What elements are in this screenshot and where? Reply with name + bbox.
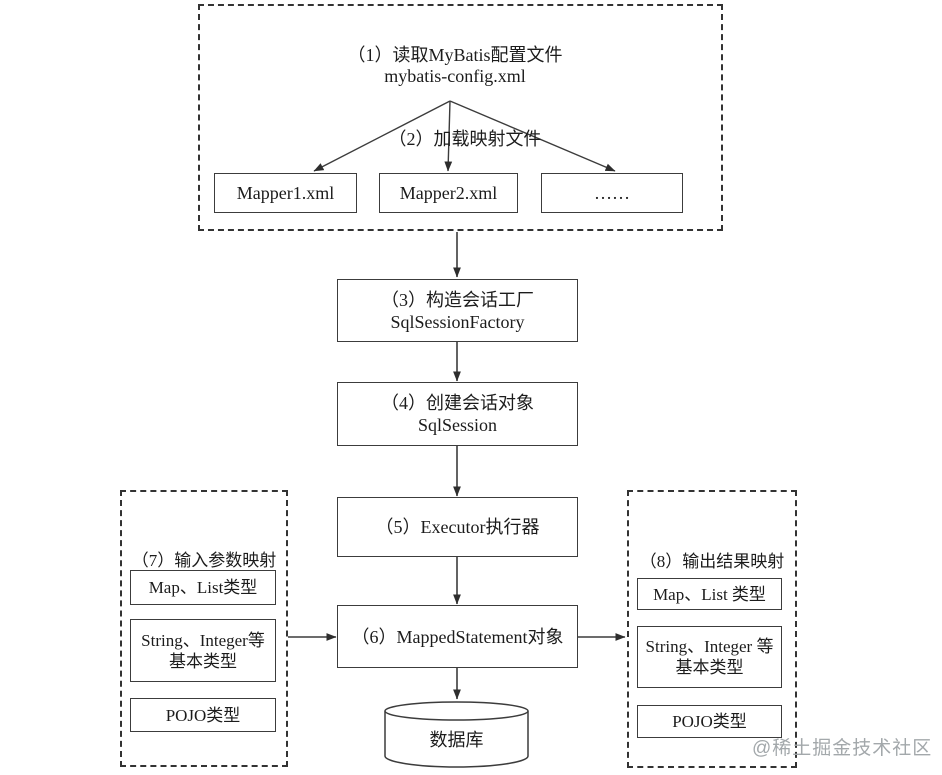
input-mapping-title: （7）输入参数映射 — [131, 551, 277, 570]
flow-node-6-line1: （6）MappedStatement对象 — [351, 626, 564, 647]
input-type-primitive-line1: String、Integer等 — [141, 630, 265, 650]
input-type-map-list: Map、List类型 — [130, 570, 276, 605]
mapper-ellipsis-box: …… — [541, 173, 683, 213]
flow-node-5-line1: （5）Executor执行器 — [375, 517, 540, 537]
mapper2-box: Mapper2.xml — [379, 173, 518, 213]
flow-node-sql-session: （4）创建会话对象 SqlSession — [337, 382, 578, 446]
input-mapping-frame — [120, 490, 288, 767]
input-type-primitive: String、Integer等 基本类型 — [130, 619, 276, 682]
output-type-primitive: String、Integer 等 基本类型 — [637, 626, 782, 688]
flow-node-mapped-statement: （6）MappedStatement对象 — [337, 605, 578, 668]
input-type-map-list-label: Map、List类型 — [148, 578, 258, 597]
input-type-pojo-label: POJO类型 — [165, 705, 241, 725]
database-icon — [384, 701, 529, 768]
database-cylinder: 数据库 — [383, 700, 530, 768]
output-type-pojo-label: POJO类型 — [672, 712, 747, 731]
flow-node-4-line1: （4）创建会话对象 — [381, 393, 534, 413]
output-type-primitive-line1: String、Integer 等 — [645, 637, 774, 656]
output-type-primitive-line2: 基本类型 — [675, 658, 744, 677]
output-type-map-list: Map、List 类型 — [637, 578, 782, 610]
flow-node-3-line2: SqlSessionFactory — [390, 311, 525, 332]
flow-node-session-factory: （3）构造会话工厂 SqlSessionFactory — [337, 279, 578, 342]
input-type-primitive-line2: 基本类型 — [169, 651, 237, 671]
flow-node-executor: （5）Executor执行器 — [337, 497, 578, 557]
input-type-pojo: POJO类型 — [130, 698, 276, 732]
output-type-pojo: POJO类型 — [637, 705, 782, 738]
watermark: @稀土掘金技术社区 — [752, 738, 933, 759]
step1-line2: mybatis-config.xml — [384, 66, 526, 86]
mapper2-label: Mapper2.xml — [399, 183, 498, 203]
mapper1-box: Mapper1.xml — [214, 173, 357, 213]
mapper-ellipsis-label: …… — [594, 183, 630, 203]
output-mapping-frame — [627, 490, 797, 768]
config-group-frame — [198, 4, 723, 231]
step2-label: （2）加载映射文件 — [388, 129, 542, 149]
step1-label: （1）读取MyBatis配置文件 mybatis-config.xml — [290, 45, 620, 87]
output-mapping-title: （8）输出结果映射 — [639, 552, 785, 571]
output-type-map-list-label: Map、List 类型 — [653, 584, 766, 604]
flow-node-4-line2: SqlSession — [417, 415, 498, 435]
flow-node-3-line1: （3）构造会话工厂 — [381, 289, 534, 310]
database-label: 数据库 — [429, 730, 484, 750]
step1-line1: （1）读取MyBatis配置文件 — [347, 45, 563, 65]
mapper1-label: Mapper1.xml — [236, 183, 335, 203]
